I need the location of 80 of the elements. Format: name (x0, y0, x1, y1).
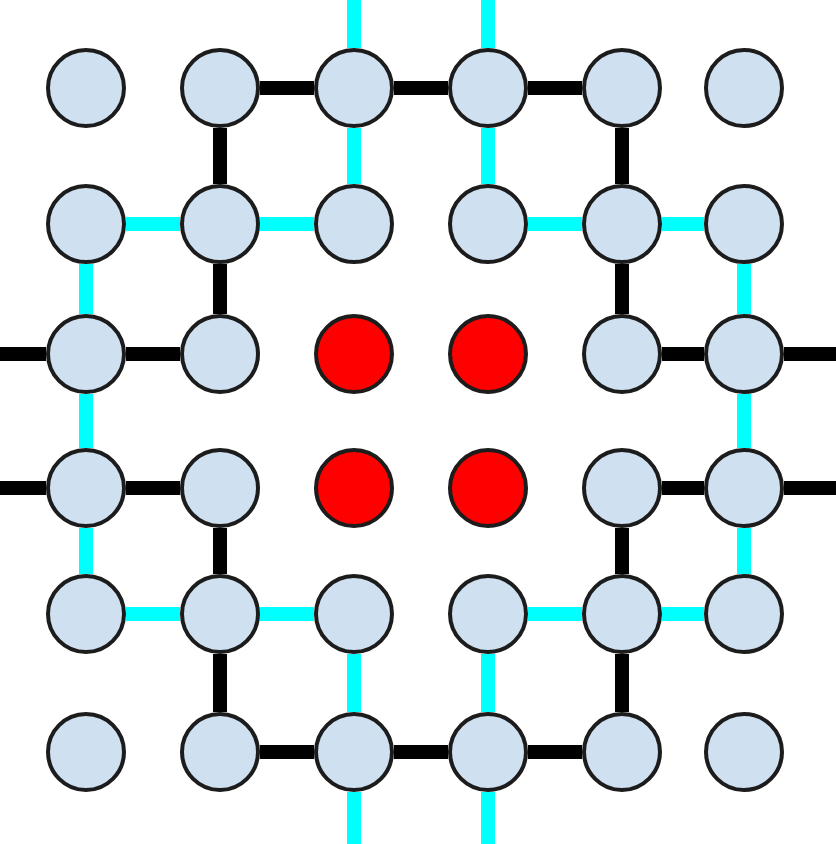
connector-line (662, 347, 704, 361)
connector-line (615, 128, 629, 184)
connector-line (347, 654, 361, 712)
connector-line (481, 0, 495, 48)
circle (314, 48, 394, 128)
circle (46, 448, 126, 528)
circle (704, 712, 784, 792)
connector-line (347, 128, 361, 184)
circle (582, 712, 662, 792)
connector-line (394, 745, 448, 759)
connector-line (615, 654, 629, 712)
connector-line (784, 481, 836, 495)
circle (180, 48, 260, 128)
circle (180, 574, 260, 654)
circle (582, 48, 662, 128)
connector-line (737, 394, 751, 448)
connector-line (481, 654, 495, 712)
circle (704, 448, 784, 528)
circle (448, 48, 528, 128)
connector-line (0, 481, 46, 495)
connector-line (784, 347, 836, 361)
circle (704, 314, 784, 394)
connector-line (79, 264, 93, 314)
circle (180, 712, 260, 792)
circle (448, 184, 528, 264)
connector-line (260, 217, 314, 231)
connector-line (79, 394, 93, 448)
circle (704, 184, 784, 264)
connector-line (528, 217, 582, 231)
connector-line (260, 745, 314, 759)
connector-line (615, 528, 629, 574)
connector-line (126, 607, 180, 621)
circle (46, 184, 126, 264)
circle (582, 184, 662, 264)
connector-line (260, 81, 314, 95)
circle (448, 712, 528, 792)
connector-line (737, 528, 751, 574)
circle (314, 314, 394, 394)
circle (180, 448, 260, 528)
circle (314, 712, 394, 792)
connector-line (213, 264, 227, 314)
connector-line (662, 607, 704, 621)
circle (314, 574, 394, 654)
circle (582, 448, 662, 528)
connector-line (260, 607, 314, 621)
circle (448, 574, 528, 654)
connector-line (126, 217, 180, 231)
circle (180, 314, 260, 394)
circle (582, 314, 662, 394)
connector-line (528, 745, 582, 759)
connector-line (213, 128, 227, 184)
connector-line (126, 481, 180, 495)
circle (46, 574, 126, 654)
connector-line (615, 264, 629, 314)
connector-line (662, 481, 704, 495)
circle (704, 574, 784, 654)
circle (448, 448, 528, 528)
circle (448, 314, 528, 394)
circle (582, 574, 662, 654)
connector-line (481, 128, 495, 184)
circle (314, 448, 394, 528)
connector-line (213, 654, 227, 712)
connector-line (528, 607, 582, 621)
circle (314, 184, 394, 264)
connector-line (662, 217, 704, 231)
circle (46, 314, 126, 394)
connector-line (126, 347, 180, 361)
circle (180, 184, 260, 264)
connector-line (481, 792, 495, 844)
connector-line (347, 792, 361, 844)
connector-line (737, 264, 751, 314)
connector-line (394, 81, 448, 95)
circle (46, 48, 126, 128)
connector-line (0, 347, 46, 361)
connector-line (213, 528, 227, 574)
connector-line (347, 0, 361, 48)
connector-line (528, 81, 582, 95)
circle (704, 48, 784, 128)
circle (46, 712, 126, 792)
connector-line (79, 528, 93, 574)
